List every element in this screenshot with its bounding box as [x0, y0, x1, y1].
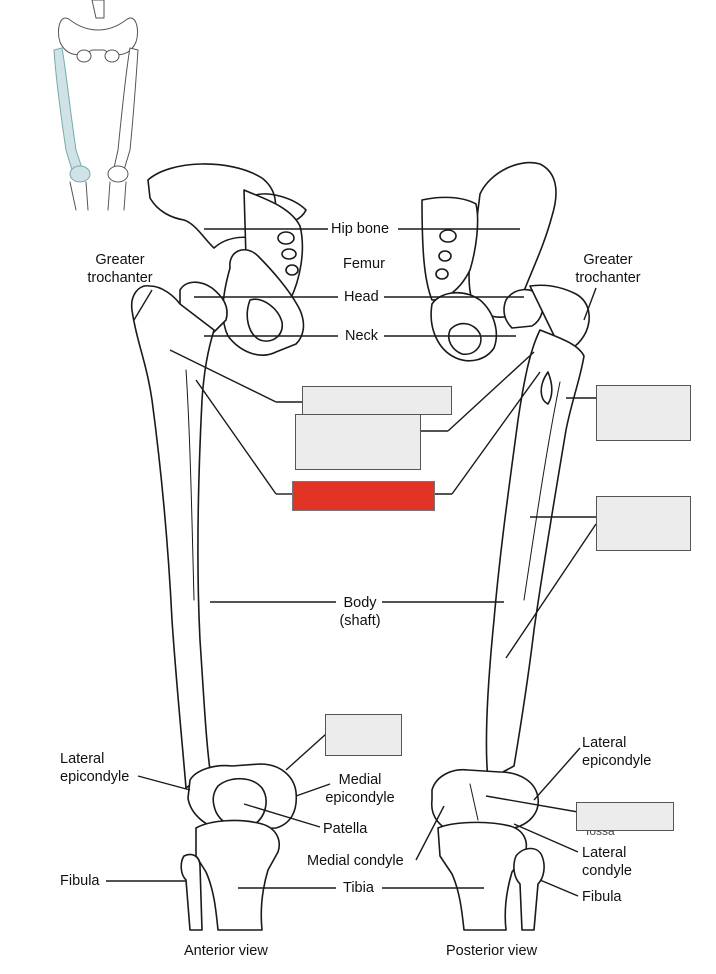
label-head: Head [344, 289, 379, 305]
label-tibia: Tibia [343, 880, 374, 896]
label-lateral-epicondyle-left: Lateral epicondyle [60, 751, 130, 785]
blank-label-box-lower-left[interactable] [325, 714, 402, 756]
label-lateral-epicondyle-right: Lateral epicondyle [582, 735, 652, 769]
label-greater-trochanter-right: Greater trochanter [575, 252, 641, 286]
caption-anterior-view: Anterior view [184, 943, 268, 959]
label-lateral-condyle: Lateral condyle [582, 845, 632, 879]
label-medial-condyle: Medial condyle [307, 853, 404, 869]
label-fibula-left: Fibula [60, 873, 100, 889]
blank-label-box-right-2[interactable] [596, 496, 691, 551]
label-body-shaft: Body (shaft) [339, 595, 381, 629]
label-fibula-right: Fibula [582, 889, 622, 905]
label-greater-trochanter-left: Greater trochanter [87, 252, 153, 286]
thumbnail-skeleton-icon [53, 0, 139, 211]
label-fossa-partial: fossa [586, 824, 615, 838]
posterior-femur [421, 161, 590, 931]
leader-lines [106, 228, 597, 897]
label-patella: Patella [323, 821, 368, 837]
caption-posterior-view: Posterior view [446, 943, 538, 959]
label-medial-epicondyle: Medial epicondyle [325, 772, 395, 806]
anterior-femur [130, 163, 307, 931]
blank-label-box-right-1[interactable] [596, 385, 691, 441]
blank-label-box-1[interactable] [302, 386, 452, 415]
blank-label-box-fossa[interactable] [576, 802, 674, 831]
highlighted-label-box[interactable] [292, 481, 435, 511]
label-neck: Neck [345, 328, 379, 344]
label-femur: Femur [343, 256, 385, 272]
blank-label-box-2[interactable] [295, 414, 421, 470]
label-hip-bone: Hip bone [331, 221, 390, 237]
